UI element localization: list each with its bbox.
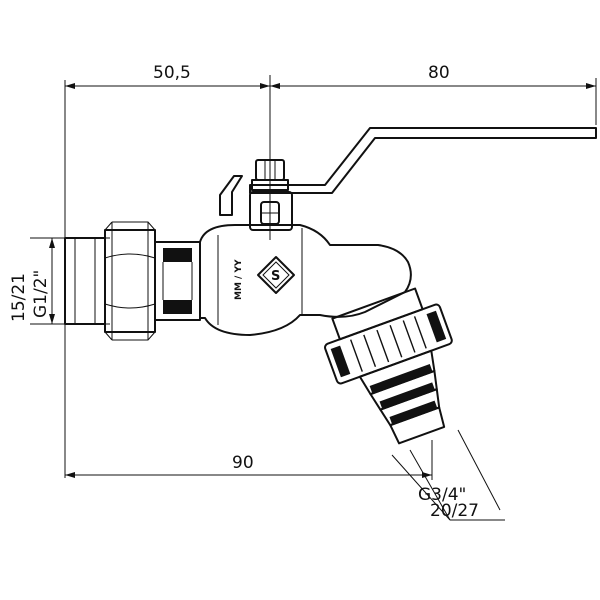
- dim-50-5: 50,5: [153, 63, 191, 83]
- logo-letter: S: [271, 269, 280, 284]
- dim-15-21: 15/21: [9, 273, 29, 322]
- inlet-connector: [64, 221, 201, 341]
- dimension-lines: [30, 75, 597, 521]
- dim-g1-2: G1/2": [31, 270, 51, 318]
- dim-90: 90: [232, 453, 254, 473]
- dim-80: 80: [428, 63, 450, 83]
- body-date-mark: MM / YY: [234, 259, 244, 300]
- dim-20-27: 20/27: [430, 501, 479, 521]
- lever-handle: [219, 127, 597, 231]
- outlet-coupling: [324, 287, 453, 445]
- dim-g3-4: G3/4": [418, 485, 466, 505]
- valve-body: S MM / YY: [199, 224, 412, 336]
